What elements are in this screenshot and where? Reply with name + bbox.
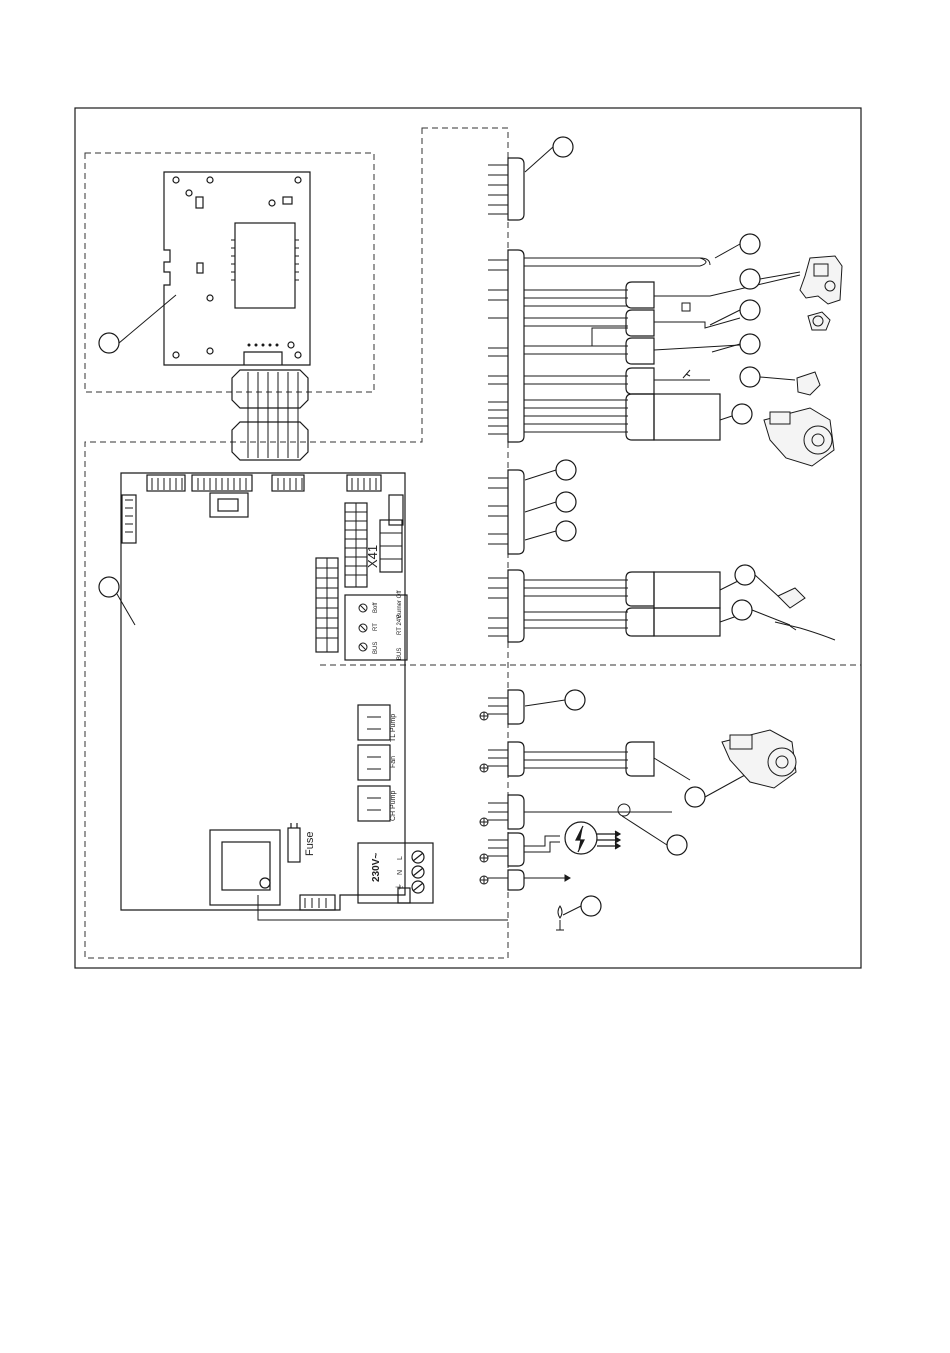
terminal-earth-label: ⏚ [395, 883, 404, 891]
display-board-pins [248, 344, 279, 347]
bus-label-bus: BUS [373, 642, 379, 654]
callout-circles [99, 137, 760, 916]
earth-icon [480, 712, 488, 884]
terminal-n-label: N [397, 870, 404, 875]
probe-icon [775, 622, 835, 640]
thermostat-icon [808, 312, 830, 330]
main-board [121, 473, 433, 910]
flame-icon [556, 906, 564, 930]
fan-label: Fan [390, 756, 397, 768]
tl-pump-label: TL Pump [390, 714, 397, 742]
pump-fan-icon [722, 730, 796, 788]
bus-header-burner-off: Burner Off [397, 590, 403, 618]
ribbon-connector [232, 370, 308, 460]
bus-header-bus: BUS [397, 648, 403, 660]
sub-connector-wires [654, 275, 800, 780]
x41-label: X41 [365, 545, 380, 568]
display-board [164, 172, 310, 365]
mains-label: 230V~ [371, 853, 382, 882]
connector-stubs [488, 165, 508, 878]
ch-pump-label: CH Pump [390, 791, 397, 821]
bus-label-boff: Boff [373, 602, 379, 613]
ignition-icon [565, 822, 620, 854]
wiring [121, 258, 710, 920]
sensor-icon [778, 588, 805, 608]
sub-connectors [626, 282, 720, 776]
gas-valve-icon [800, 256, 842, 304]
fuse-label: Fuse [304, 832, 316, 856]
bus-label-rt: RT [373, 623, 379, 631]
fan-icon [764, 408, 834, 466]
pressure-sensor-icon [797, 372, 820, 395]
terminal-l-label: L [397, 856, 404, 860]
arrow-icon [565, 875, 570, 881]
thermistor-icon [700, 258, 706, 266]
pump-icon [618, 804, 630, 816]
board-labels: X41 Fuse 230V~ TL Pump Fan CH Pump L N ⏚… [304, 545, 404, 891]
connector-blocks [508, 158, 524, 890]
bus-header-rt: RT 24V [397, 615, 403, 635]
